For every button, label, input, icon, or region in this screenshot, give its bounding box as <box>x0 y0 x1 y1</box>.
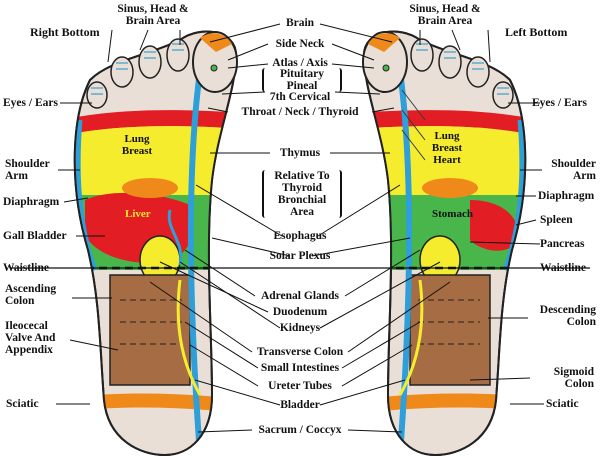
pancreas-label: Pancreas <box>540 238 585 250</box>
left-colon-zone <box>409 274 491 386</box>
transverse-colon-label: Transverse Colon <box>256 346 344 358</box>
left-eyes-ears-label: Eyes / Ears <box>532 97 587 109</box>
gall-bladder-label: Gall Bladder <box>3 230 67 242</box>
left-diaphragm-label: Diaphragm <box>538 190 595 202</box>
esophagus-label: Esophagus <box>273 230 327 242</box>
right-bottom-header: Right Bottom <box>30 25 100 39</box>
right-toe-3 <box>138 45 162 79</box>
kidneys-label: Kidneys <box>279 322 321 334</box>
ascending-colon-label: Ascending Colon <box>5 283 57 307</box>
right-lung-breast-label: Lung Breast <box>121 133 153 157</box>
relative-thyroid-label: Relative To Thyroid Bronchial Area <box>262 170 342 218</box>
stomach-label: Stomach <box>432 208 473 220</box>
left-toe-3 <box>438 45 462 79</box>
right-diaphragm-zone <box>122 178 178 198</box>
left-toe-2 <box>410 38 434 72</box>
duodenum-label: Duodenum <box>272 306 328 318</box>
descending-colon-label: Descending Colon <box>539 304 596 328</box>
left-waistline-label: Waistline <box>540 262 587 274</box>
ileocecal-label: Ileocecal Valve And Appendix <box>5 320 56 356</box>
side-neck-label: Side Neck <box>275 38 325 50</box>
left-eyes-ears-zone <box>370 110 526 136</box>
right-sciatic-label: Sciatic <box>6 398 39 410</box>
solar-plexus-label: Solar Plexus <box>269 250 331 262</box>
left-sinus-label: Sinus, Head & Brain Area <box>409 3 481 27</box>
adrenal-glands-label: Adrenal Glands <box>260 290 340 302</box>
left-diaphragm-zone <box>422 178 478 198</box>
leader-lines <box>56 23 544 433</box>
thymus-label: Thymus <box>279 147 321 159</box>
left-sciatic-label: Sciatic <box>546 398 579 410</box>
small-intestines-label: Small Intestines <box>260 362 340 374</box>
sacrum-coccyx-label: Sacrum / Coccyx <box>258 424 342 436</box>
right-diaphragm-label: Diaphragm <box>3 196 60 208</box>
ureter-tubes-label: Ureter Tubes <box>268 380 332 392</box>
left-shoulder-arm-label: Shoulder Arm <box>551 158 596 182</box>
left-lung-breast-heart-label: Lung Breast Heart <box>431 130 463 166</box>
right-waistline-label: Waistline <box>3 262 50 274</box>
right-sinus-label: Sinus, Head & Brain Area <box>117 3 189 27</box>
atlas-axis-label: Atlas / Axis <box>272 57 328 69</box>
liver-label: Liver <box>125 208 151 220</box>
right-eyes-ears-label: Eyes / Ears <box>3 97 58 109</box>
spleen-zone <box>470 200 520 251</box>
bladder-label: Bladder <box>280 399 320 411</box>
left-toe-4 <box>466 56 490 88</box>
pituitary-pineal-label: Pituitary Pineal <box>262 68 342 92</box>
left-bottom-header: Left Bottom <box>505 25 568 39</box>
right-toe-4 <box>110 56 134 88</box>
throat-neck-thyroid-label: Throat / Neck / Thyroid <box>241 106 359 118</box>
right-eyes-ears-zone <box>74 110 230 136</box>
right-lung-zone <box>74 126 230 195</box>
brain-label: Brain <box>285 17 315 29</box>
right-foot <box>73 30 238 457</box>
seventh-cervical-label: 7th Cervical <box>269 91 331 103</box>
right-toe-2 <box>166 38 190 72</box>
right-shoulder-arm-label: Shoulder Arm <box>5 158 50 182</box>
sigmoid-colon-label: Sigmoid Colon <box>553 366 594 390</box>
spleen-label: Spleen <box>540 214 573 226</box>
